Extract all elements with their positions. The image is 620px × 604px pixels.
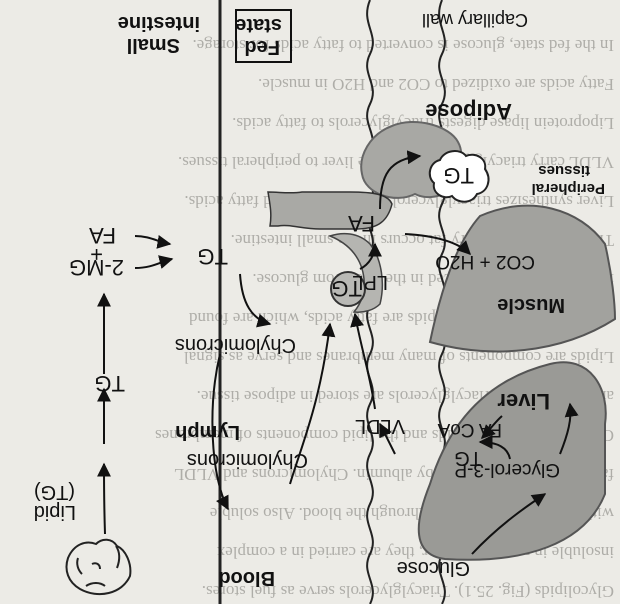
label-intestine: intestine <box>118 12 200 34</box>
label-lpl: LPL <box>352 271 388 293</box>
label-lipid-tg: (TG) <box>34 481 75 503</box>
label-small: Small <box>127 34 180 56</box>
arrow-glycerol-to-tg <box>478 435 511 460</box>
label-lymph: Lymph <box>175 421 240 443</box>
pathway-arrows <box>97 150 579 555</box>
background-text-line: Fatty acids are oxidized to CO2 and H2O … <box>258 75 614 94</box>
label-liver: Liver <box>497 389 550 414</box>
background-text-line: Lipids are components of many membranes … <box>184 348 614 367</box>
label-fa-coa: FA CoA <box>437 419 502 440</box>
person-icon <box>65 538 132 596</box>
label-tg-lymph: TG <box>94 371 125 396</box>
arrow-tg-to-fa <box>359 242 382 270</box>
arrow-facoa-to-tg <box>481 415 503 439</box>
arrow-glycerol-to-facoa <box>559 402 579 455</box>
capillary-tg-circle <box>330 271 366 307</box>
label-2mg: 2-MG <box>69 255 124 280</box>
background-text-line: Glycolipids (Fig. 25.1). Triacylglycerol… <box>202 582 614 601</box>
label-tissues: tissues <box>538 162 590 179</box>
label-vldl: VLDL <box>355 415 405 437</box>
fed-state-box <box>235 9 292 63</box>
label-chylomicrons-blood: Chylomicrons <box>187 449 308 471</box>
arrow-lipid-to-lymph <box>97 462 112 535</box>
arrow-tg-to-chylomicrons <box>239 273 272 328</box>
label-fa-intestine: FA <box>89 223 116 248</box>
label-tg-capillary: TG <box>331 276 362 301</box>
arrow-chylomicrons-to-tg <box>289 322 336 485</box>
label-lipid: Lipid <box>34 501 76 523</box>
label-chylomicrons-intestine: Chylomicrons <box>175 334 296 356</box>
arrow-glucose-to-glycerol <box>471 493 547 555</box>
label-fa-capillary: FA <box>348 211 375 236</box>
liver-shape <box>417 361 607 561</box>
arrow-vldl-to-tg <box>350 312 376 410</box>
label-muscle: Muscle <box>497 294 565 316</box>
background-text-line: In the fed state, glucose is converted t… <box>192 36 614 55</box>
label-tg-adipose: TG <box>443 163 474 188</box>
label-glycerol-3-p: Glycerol-3-P <box>454 459 560 480</box>
label-glucose: Glucose <box>397 557 470 579</box>
label-co2-h2o: CO2 + H2O <box>435 251 535 272</box>
arrow-liver-tg-to-vldl <box>379 422 396 455</box>
arrow-2mg-to-tg <box>134 255 174 269</box>
arrow-fa-to-adipose <box>379 150 422 210</box>
arrow-fa-to-tg <box>134 235 172 249</box>
label-capillary-wall: Capillary wall <box>422 10 528 30</box>
label-blood: Blood <box>218 567 275 589</box>
label-state: state <box>235 14 282 36</box>
label-fed: Fed <box>244 36 280 58</box>
muscle-shape <box>428 204 617 353</box>
label-tg-liver: TG <box>454 447 482 469</box>
intestine-tg-blob <box>267 191 393 230</box>
label-peripheral: Peripheral <box>532 180 605 197</box>
arrow-fa-to-muscle <box>404 233 471 255</box>
adipose-tg-cloud <box>428 150 490 203</box>
label-adipose: Adipose <box>425 99 512 124</box>
label-tg-intestine: TG <box>197 244 228 269</box>
label-plus: + <box>90 242 103 267</box>
arrow-chylomicrons-to-blood <box>211 353 229 511</box>
